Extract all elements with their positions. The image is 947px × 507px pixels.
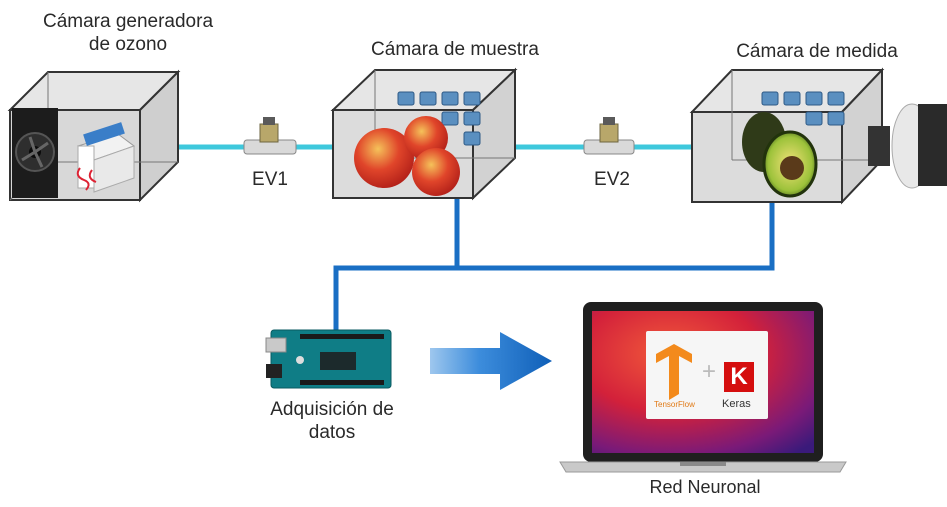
valve-ev2-icon — [583, 117, 635, 155]
exhaust-fan-icon — [868, 103, 947, 189]
valve2-label: EV2 — [594, 169, 630, 190]
sensor-wires — [333, 193, 775, 330]
apples-icon — [354, 116, 460, 196]
ozone-chamber-label-line2: de ozono — [88, 34, 168, 55]
valve-ev1-icon — [243, 117, 297, 155]
ozone-chamber-label-line1: Cámara generadora — [42, 11, 214, 32]
fan-icon — [12, 108, 58, 198]
keras-label: Keras — [722, 398, 751, 410]
gas-sensor-array-icon-2 — [761, 91, 845, 126]
acquisition-label: Adquisición de datos — [232, 398, 432, 444]
arduino-board-icon — [265, 329, 392, 389]
flow-arrow — [430, 332, 552, 390]
neural-network-label: Red Neuronal — [649, 477, 761, 497]
ozone-chamber-label: Cámara generadora de ozono — [18, 10, 238, 56]
keras-logo-icon: K — [724, 362, 754, 392]
measure-chamber-label: Cámara de medida — [736, 41, 898, 62]
valve1-label: EV1 — [252, 169, 288, 190]
tensorflow-label: TensorFlow — [654, 400, 695, 409]
sample-chamber-label: Cámara de muestra — [371, 39, 539, 60]
acquisition-label-line1: Adquisición de — [270, 399, 394, 420]
plus-sign: + — [702, 358, 717, 385]
gas-sensor-array-icon — [397, 91, 481, 146]
ozone-generator-icon — [76, 122, 136, 193]
tensorflow-mark-icon — [656, 344, 692, 400]
avocado-icon — [742, 112, 818, 198]
acquisition-label-line2: datos — [308, 422, 356, 443]
